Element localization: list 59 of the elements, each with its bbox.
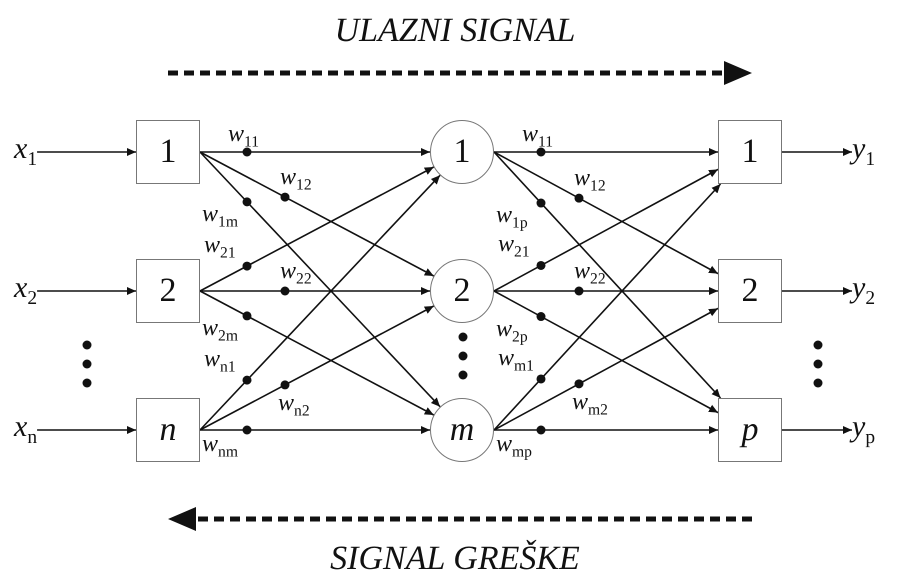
arrow [200,166,434,292]
neuron-box: 1 [136,120,200,184]
edge-label: w$_{mp}$ [495,432,533,460]
edge-label: w$_{2m}$ [201,316,239,344]
edge-label: w$_{11}$ [227,122,260,150]
edge-label: w$_{21}$ [497,232,531,261]
edge-label: w$_{n1}$ [203,347,237,376]
edge-label: w$_{11}$ [521,122,554,150]
edge-label: w$_{22}$ [279,259,313,288]
arrow [782,148,852,156]
edge-label: w$_{22}$ [573,259,607,288]
edge-label: w$_{m2}$ [571,390,609,418]
arrow [494,286,718,296]
signal-label: y$_{1}$ [852,136,876,168]
neuron-circle: m [430,398,494,462]
signal-label: x$_{n}$ [14,414,38,446]
arrow [199,174,441,431]
arrow [494,426,718,434]
diagram-title: ULAZNI SIGNAL [334,12,576,50]
arrow [37,286,136,296]
arrow [493,151,722,399]
arrow [494,168,718,292]
edge-label: w$_{12}$ [279,165,313,194]
edge-label: w$_{nm}$ [201,432,239,460]
edge-label: w$_{21}$ [203,233,237,262]
neuron-circle: 2 [430,259,494,323]
arrow [494,151,718,274]
arrow [493,183,722,431]
neuron-box: 2 [718,259,782,323]
arrow [37,426,136,434]
diagram-label: SIGNAL GREŠKE [329,540,581,578]
neuron-box: n [136,398,200,462]
arrow [494,290,718,414]
neuron-box: p [718,398,782,462]
arrow [200,290,434,416]
edge-label: w$_{n2}$ [277,390,311,419]
arrow [494,308,718,431]
edge-label: w$_{12}$ [573,166,607,194]
edge-label: w$_{2p}$ [495,316,529,345]
edge-label: w$_{1p}$ [495,203,529,232]
arrow [200,426,430,434]
neuron-circle: 1 [430,120,494,184]
arrow [199,151,441,408]
arrow [37,148,136,156]
edge-label: w$_{m1}$ [497,346,535,374]
signal-label: y$_{2}$ [852,275,876,307]
arrow [200,148,430,156]
arrow [200,151,434,277]
neuron-box: 2 [136,259,200,323]
signal-label: x$_{2}$ [14,275,38,307]
arrow [782,286,852,296]
edge-label: w$_{1m}$ [201,202,239,230]
signal-label: x$_{1}$ [14,136,38,168]
arrow [200,305,434,431]
arrow [782,426,852,434]
signal-label: y$_{p}$ [852,414,876,446]
neuron-box: 1 [718,120,782,184]
arrow [200,286,430,296]
arrow [494,148,718,156]
